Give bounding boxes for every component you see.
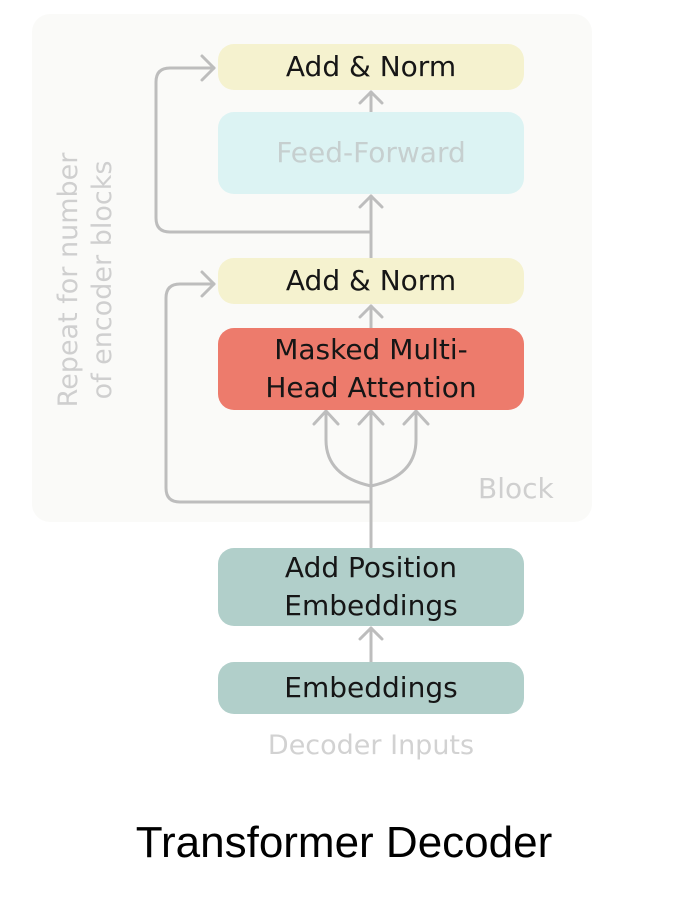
fan-right-line (369, 410, 418, 488)
fan-right-arrowhead (402, 409, 430, 426)
residual-loop-bottom (164, 282, 373, 504)
emb-to-pos-arrowhead (358, 626, 384, 641)
diagram-caption: Transformer Decoder (135, 818, 553, 867)
block-label: Block (478, 472, 554, 505)
add-norm-bottom-label: Add & Norm (285, 264, 457, 297)
fan-center-arrowhead (357, 409, 385, 426)
fan-left-line (324, 410, 373, 488)
add-norm-top-label: Add & Norm (285, 50, 457, 83)
feed-forward-box: Feed-Forward (218, 112, 524, 194)
feed-forward-label: Feed-Forward (276, 136, 466, 169)
addnorm-to-ff-arrowhead (358, 194, 384, 209)
add-norm-top-box: Add & Norm (218, 44, 524, 90)
add-position-line-1: Add Position (284, 551, 458, 584)
masked-attention-line-2: Head Attention (265, 371, 477, 404)
ff-to-addnorm-arrowhead (358, 90, 384, 105)
residual-bottom-arrowhead (200, 270, 216, 298)
mha-to-addnorm-arrowhead (358, 304, 384, 319)
embeddings-box: Embeddings (218, 662, 524, 714)
masked-attention-line-1: Masked Multi- (274, 333, 468, 366)
add-position-line-2: Embeddings (284, 589, 458, 622)
masked-attention-box: Masked Multi- Head Attention (218, 328, 524, 410)
add-position-box: Add Position Embeddings (218, 548, 524, 626)
residual-top-arrowhead (200, 54, 216, 82)
add-norm-bottom-box: Add & Norm (218, 258, 524, 304)
decoder-inputs-label: Decoder Inputs (267, 730, 475, 761)
fan-left-arrowhead (312, 409, 340, 426)
embeddings-label: Embeddings (284, 671, 458, 704)
residual-loop-top (154, 66, 373, 234)
